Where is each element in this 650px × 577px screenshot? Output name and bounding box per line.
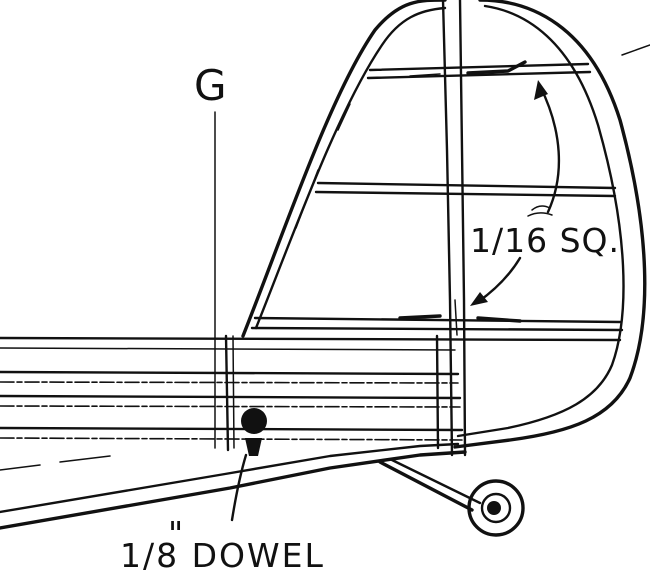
- tail-wheel-strut-inner: [390, 458, 482, 505]
- rudder-post: [441, 0, 467, 457]
- dowel-leader: [230, 453, 248, 522]
- dowel-label: 1/8 DOWEL: [120, 536, 325, 575]
- fin-leading-edge-detail: [295, 103, 351, 229]
- longeron-upper-inner: [0, 347, 456, 351]
- rib-stock-callout: 1/16 SQ.: [470, 80, 620, 306]
- callout-arrowhead-up: [534, 80, 548, 100]
- longeron-3-inner: [0, 405, 461, 408]
- rudder-post-hinge: [454, 299, 458, 336]
- fin-rib-middle: [314, 181, 617, 198]
- fin-rib-top-joint: [466, 60, 527, 75]
- longeron-3: [0, 394, 462, 400]
- longeron-2-inner: [0, 381, 459, 384]
- tail-wheel-rim: [480, 492, 512, 524]
- fin-rib-top-tick: [409, 73, 441, 77]
- leader-line-top-right: [621, 44, 650, 56]
- dowel-section: [241, 408, 267, 434]
- dowel-inch-mark: ": [168, 514, 184, 553]
- fin-rib-bottom: [250, 316, 624, 332]
- callout-arrow-down: [476, 256, 522, 304]
- fuselage-bottom-edge: [0, 442, 467, 530]
- fin-outline: [241, 0, 647, 449]
- tail-wheel-assembly: [378, 458, 525, 537]
- fin-inner-outline: [254, 4, 625, 438]
- fin-rib-bottom-joint: [398, 314, 522, 323]
- fin-ribs: [250, 60, 624, 332]
- station-g-marker: G: [194, 61, 227, 449]
- callout-mark-curves: [527, 205, 553, 217]
- fin-rib-top: [366, 62, 592, 80]
- longeron-upper: [0, 336, 622, 342]
- longeron-2: [0, 370, 460, 376]
- longeron-lower-inner: [0, 437, 463, 441]
- bottom-edge-outer: [0, 450, 467, 530]
- callout-arrow-up: [538, 84, 561, 214]
- rib-stock-label: 1/16 SQ.: [470, 221, 620, 260]
- upright-1b: [232, 335, 235, 449]
- upright-2: [435, 334, 440, 450]
- station-label: G: [194, 61, 227, 110]
- tail-wheel-tire: [467, 479, 525, 537]
- tail-wheel-hub: [487, 501, 501, 515]
- rudder-post-left: [441, 0, 454, 457]
- callout-arrowhead-down: [470, 292, 488, 306]
- dowel-section-lower: [245, 438, 262, 456]
- dowel-callout: 1/8 DOWEL ": [120, 408, 325, 575]
- tail-wheel-strut: [378, 460, 474, 512]
- fuselage-uprights: [224, 334, 440, 452]
- upright-1: [224, 334, 230, 452]
- bottom-edge-inner: [0, 442, 460, 514]
- bottom-edge-dash: [0, 455, 111, 471]
- longeron-lower: [0, 426, 464, 432]
- fin-outer-outline: [241, 0, 647, 449]
- rudder-post-right: [458, 0, 467, 457]
- fuselage-longerons: [0, 336, 622, 441]
